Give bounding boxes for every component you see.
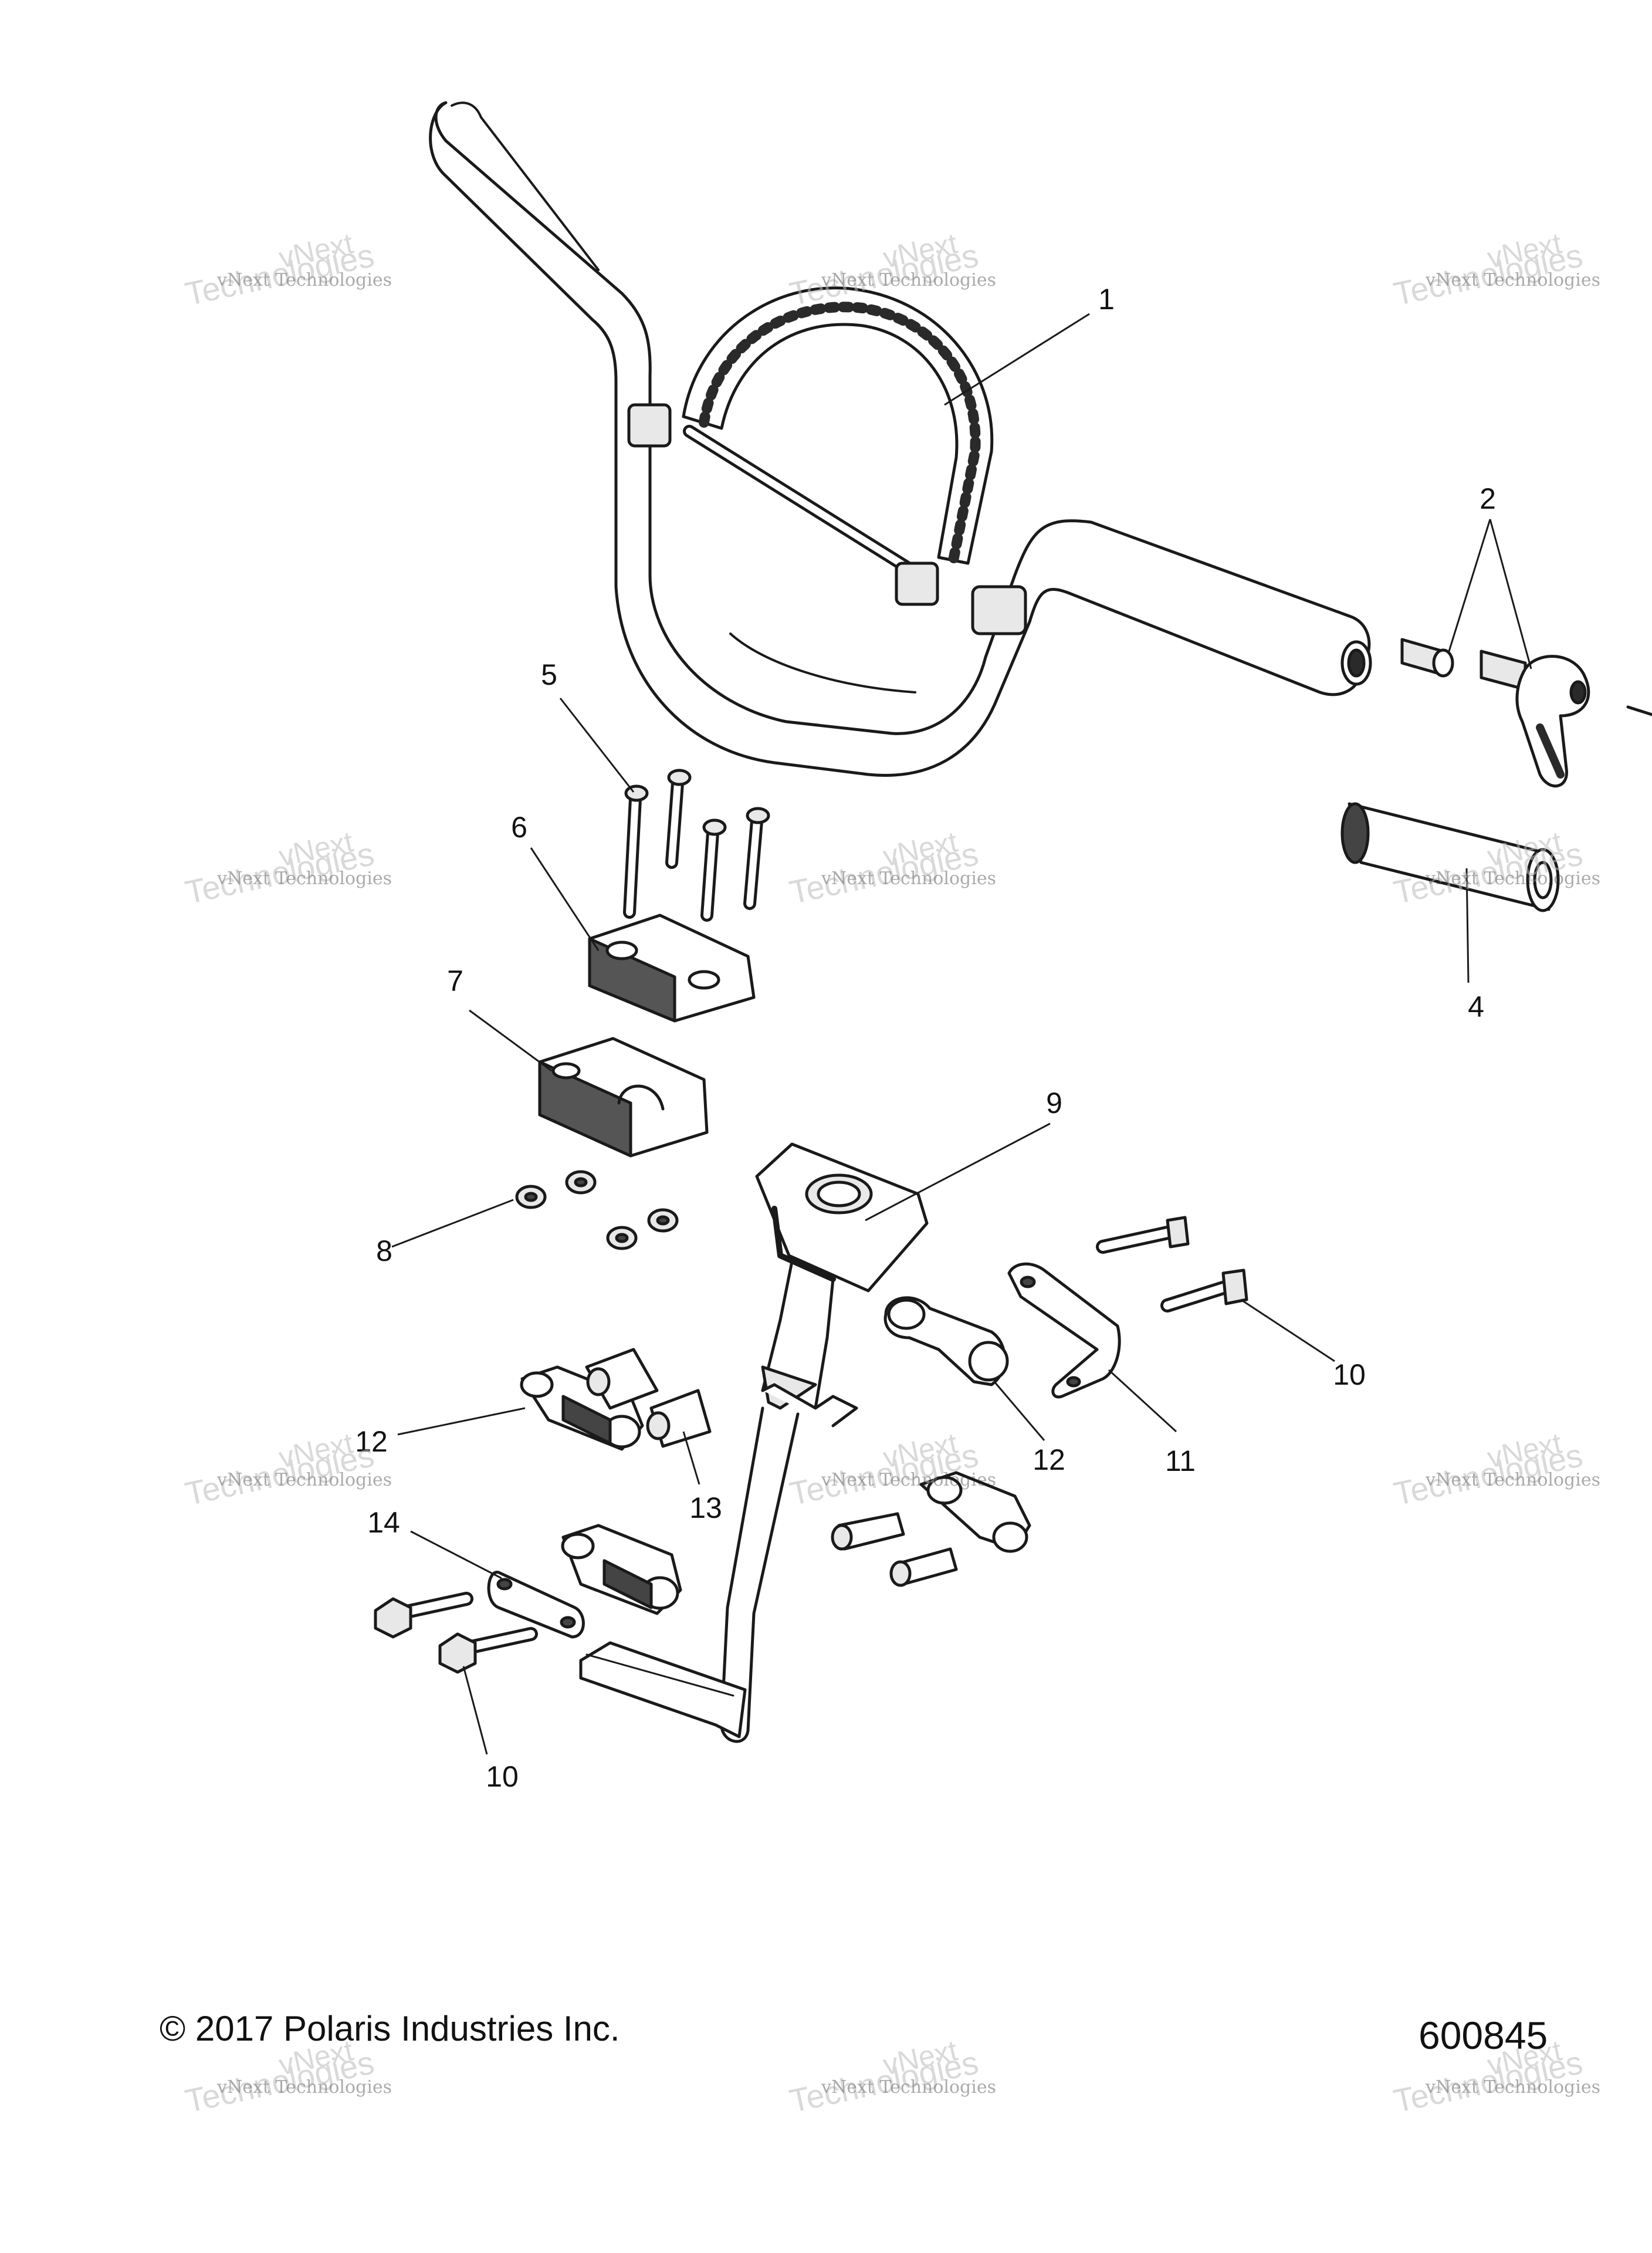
flange-nuts [515,1170,679,1250]
callout-5: 5 [541,658,557,691]
copyright-notice: © 2017 Polaris Industries Inc. [160,2009,620,2048]
throttle-assembly [1400,638,1652,788]
pivot-clamp-right [883,1296,1009,1386]
plate-and-bolts [374,1571,585,1674]
callout-8: 8 [376,1234,392,1267]
callout-10-lower: 10 [486,1760,519,1793]
callout-14: 14 [367,1506,400,1539]
leader-lines [391,313,1532,1755]
callout-13: 13 [689,1491,722,1524]
callout-9: 9 [1046,1087,1062,1119]
steering-post [579,1142,929,1743]
callout-1: 1 [1098,283,1115,316]
callout-6: 6 [511,811,527,844]
lower-bar-clamp [538,1037,709,1158]
bushings [585,1348,712,1448]
callout-4: 4 [1468,990,1484,1023]
upper-bar-clamp [588,914,756,1023]
upper-bolts [1096,1216,1248,1312]
callout-2: 2 [1480,482,1496,515]
steering-tube [1340,802,1560,912]
pivot-clamp-lower-right [831,1471,1031,1587]
diagram-id: 600845 [1419,2014,1548,2057]
pivot-clamp-left [520,1365,644,1451]
callout-12-right: 12 [1032,1443,1065,1476]
callout-12-left: 12 [355,1425,388,1458]
pivot-clamp-lower-left [561,1524,682,1615]
callout-11: 11 [1165,1445,1196,1477]
bracket [1007,1262,1121,1399]
clamp-bolts [623,769,770,922]
callout-10-upper: 10 [1333,1358,1366,1391]
handlebar [429,101,1372,777]
callout-7: 7 [447,965,463,997]
